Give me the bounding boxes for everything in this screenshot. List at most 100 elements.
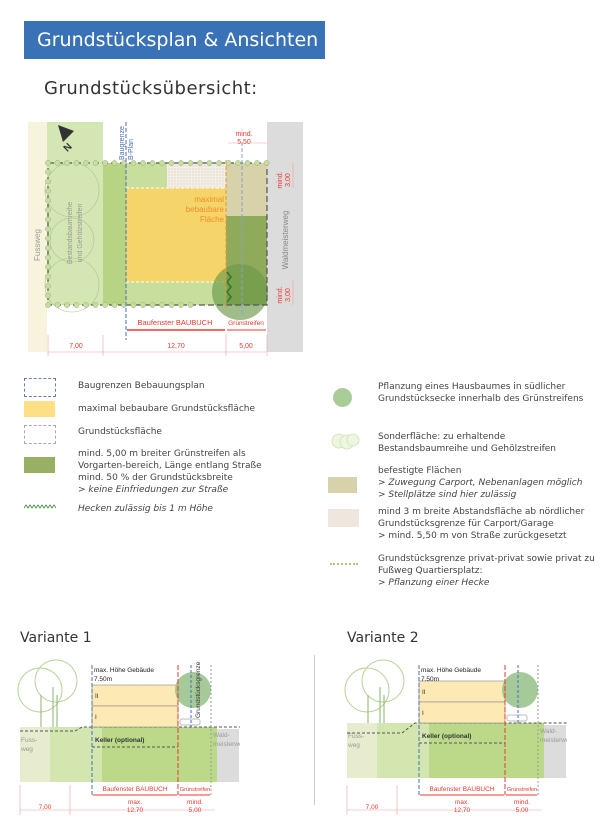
hedge-dot bbox=[45, 292, 51, 299]
floor-1 bbox=[418, 701, 506, 724]
hedge-dot bbox=[92, 160, 99, 166]
fussweg-label: weg bbox=[347, 742, 360, 749]
section-heading: Grundstücksübersicht: bbox=[44, 78, 258, 99]
max-buildable-area bbox=[126, 188, 226, 282]
legend-note: > keine Einfriedungen zur Straße bbox=[78, 485, 229, 495]
hedge-dot bbox=[45, 245, 51, 251]
hedge-dot bbox=[197, 160, 203, 166]
hedge-dot bbox=[206, 160, 213, 166]
legend-text: Grundstücksgrenze privat-privat sowie pr… bbox=[378, 554, 595, 576]
legend-paved-swatch bbox=[328, 477, 357, 493]
dim-label: mind. bbox=[235, 131, 252, 138]
floor-2 bbox=[418, 680, 506, 703]
bestand-label: Bestandsbaumreihe bbox=[67, 202, 74, 264]
hedge-dot bbox=[263, 160, 270, 166]
height-label: 7.50m bbox=[421, 676, 439, 683]
hedge-dots bbox=[45, 160, 270, 308]
hedge-dot bbox=[102, 302, 108, 308]
baufenster-label: Baufenster BAUBUCH bbox=[102, 786, 167, 793]
hedge-dot bbox=[102, 160, 108, 166]
hedge-dot bbox=[64, 302, 70, 308]
height-label: max. Höhe Gebäude bbox=[94, 667, 154, 674]
bestand-label: und Gehölzstreifen bbox=[77, 204, 84, 263]
hedge-dot bbox=[45, 216, 51, 223]
variant-title: Variante 1 bbox=[20, 630, 92, 646]
dim-label: 12,70 bbox=[127, 807, 144, 814]
tree-icon bbox=[333, 388, 352, 407]
section-view-variant-2: max. Höhe Gebäude 7.50m II I Keller (opt… bbox=[344, 659, 567, 815]
wald-label: meisterweg bbox=[540, 737, 567, 744]
hedge-dot bbox=[149, 302, 156, 308]
grenze-label: Grundstücksgrenze bbox=[195, 661, 202, 718]
divider bbox=[314, 655, 315, 805]
house-tree bbox=[175, 672, 211, 708]
max-area-label: bebaubare bbox=[186, 205, 225, 214]
hedge-dot bbox=[45, 235, 51, 242]
dim-label: mind. bbox=[277, 171, 284, 188]
green-strip bbox=[103, 163, 126, 305]
hedge-icon bbox=[24, 504, 56, 509]
height-label: 7.50m bbox=[94, 676, 112, 683]
house-tree bbox=[212, 264, 268, 320]
hedge-dot bbox=[45, 283, 51, 289]
baugrenze-label: Baugrenze bbox=[119, 126, 126, 160]
gruen-label: Grünstreifen bbox=[180, 787, 210, 793]
legend-note: Hecken zulässig bis 1 m Höhe bbox=[78, 504, 213, 514]
hedge-dot bbox=[73, 302, 80, 308]
floor-label: I bbox=[422, 710, 424, 717]
legend-text: maximal bebaubare Grundstücksfläche bbox=[78, 404, 256, 414]
hedge-dot bbox=[140, 302, 146, 308]
bestand-trees-icon bbox=[331, 433, 360, 450]
dim-label: mind. bbox=[187, 799, 203, 806]
hedge-dot bbox=[225, 160, 232, 166]
wald-label: Wald- bbox=[540, 728, 557, 735]
hedge-dot bbox=[130, 160, 137, 166]
fussweg-label: weg bbox=[20, 746, 33, 753]
fussweg-strip bbox=[28, 122, 47, 352]
hedge-dot bbox=[149, 160, 156, 166]
hedge-dot bbox=[45, 302, 51, 308]
variant-title: Variante 2 bbox=[347, 630, 419, 646]
dim-label: 7,00 bbox=[366, 804, 379, 811]
hedge-dot bbox=[178, 302, 184, 308]
dim-label: 5,00 bbox=[516, 807, 529, 814]
legend-baugrenze-swatch bbox=[24, 378, 56, 397]
hedge-dot bbox=[64, 160, 70, 166]
waldmeisterweg-road bbox=[267, 122, 303, 352]
height-label: max. Höhe Gebäude bbox=[421, 667, 481, 674]
hedge-dot bbox=[168, 160, 175, 166]
legend-text: Pflanzung eines Hausbaumes in südlicher … bbox=[378, 382, 584, 404]
hedge-dots-icon bbox=[330, 563, 358, 565]
max-area-label: Fläche bbox=[200, 215, 225, 224]
max-area-label: maximal bbox=[194, 195, 224, 204]
legend-text: Baugrenzen Bebauungsplan bbox=[78, 381, 205, 391]
fussweg-label: Fuss- bbox=[21, 737, 37, 744]
waldmeisterweg bbox=[217, 729, 239, 782]
dim-label: max. bbox=[455, 799, 469, 806]
wald-label: meisterweg bbox=[213, 741, 240, 748]
hedge-dot bbox=[130, 302, 137, 308]
hedge-dot bbox=[45, 264, 51, 270]
plot-boundary bbox=[47, 162, 268, 306]
hedge-dot bbox=[168, 302, 175, 308]
legend-note: > Pflanzung einer Hecke bbox=[378, 578, 490, 588]
baufenster-label: Baufenster BAUBUCH bbox=[429, 786, 494, 793]
legend-text: mind. 5,00 m breiter Grünstreifen als Vo… bbox=[78, 449, 262, 483]
legend-note: > Zuwegung Carport, Nebenanlagen möglich bbox=[378, 478, 583, 488]
hedge-dot bbox=[54, 160, 61, 166]
legend-text: mind 3 m breite Abstandsfläche ab nördli… bbox=[378, 507, 585, 529]
house-tree bbox=[502, 672, 538, 708]
floor-1 bbox=[91, 705, 179, 728]
hedge-dot bbox=[54, 302, 61, 308]
dim-label: max. bbox=[128, 799, 142, 806]
keller-label: Keller (optional) bbox=[422, 733, 471, 740]
dim-label: 12,70 bbox=[454, 807, 471, 814]
baufenster-label: Baufenster BAUBUCH bbox=[137, 318, 212, 327]
hedge-dot bbox=[216, 160, 222, 166]
hedge-dot bbox=[254, 160, 260, 166]
floor-label: II bbox=[422, 689, 426, 696]
fussweg-label: Fuss- bbox=[348, 733, 364, 740]
bestand-area bbox=[47, 122, 103, 305]
baugrenze-label: B-Plan bbox=[128, 139, 135, 160]
hedge-dot bbox=[45, 254, 51, 261]
